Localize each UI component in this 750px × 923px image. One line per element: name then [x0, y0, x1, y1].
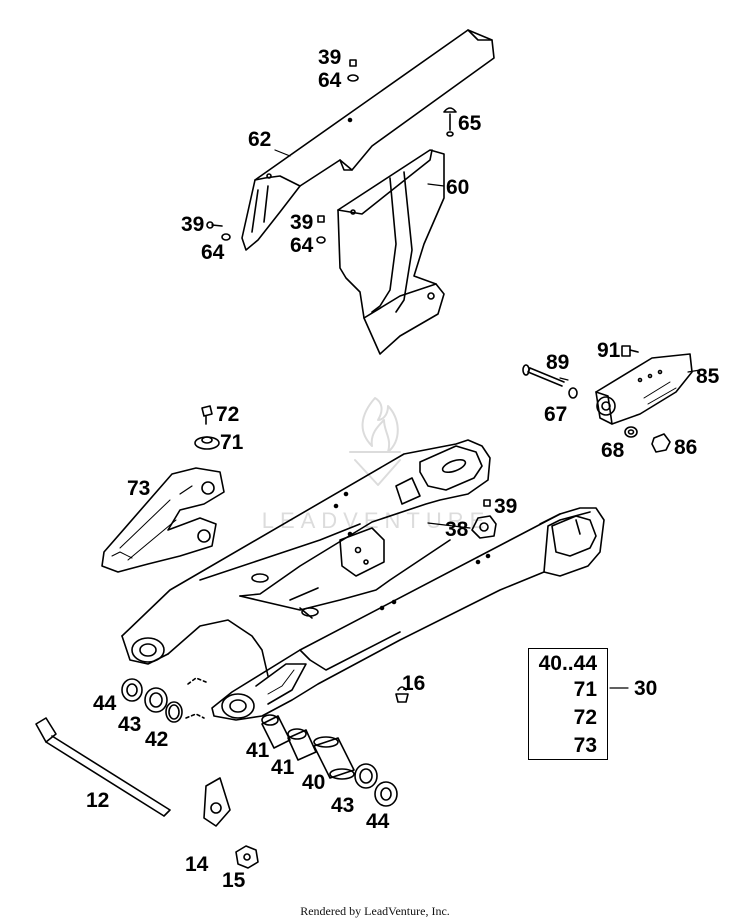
bearing-41a	[261, 714, 291, 749]
bolt-91	[621, 345, 639, 357]
callout-43: 43	[331, 794, 355, 817]
spacer-40	[313, 736, 355, 780]
callout-65: 65	[458, 112, 482, 135]
washer-68	[624, 426, 638, 438]
bushing-43-right	[354, 763, 378, 789]
callout-73: 73	[127, 477, 151, 500]
bolt-89	[522, 364, 565, 387]
callout-60: 60	[446, 176, 470, 199]
bolt-72	[201, 405, 213, 425]
callout-14: 14	[185, 853, 209, 876]
callout-16: 16	[402, 672, 426, 695]
swingarm	[121, 439, 605, 721]
bearing-41b	[287, 728, 317, 761]
seal-44-right	[374, 781, 398, 807]
chain-slider-73	[101, 467, 225, 573]
plug-16	[395, 686, 409, 703]
callout-44: 44	[366, 810, 390, 833]
callout-15: 15	[222, 869, 246, 892]
washer-67	[568, 387, 578, 399]
callout-39: 39	[181, 213, 205, 236]
screw-39-clamp	[483, 499, 491, 507]
screw-39-top	[347, 59, 359, 82]
leader-lines	[179, 149, 701, 689]
callout-39: 39	[290, 211, 314, 234]
callout-85: 85	[696, 365, 720, 388]
callout-89: 89	[546, 351, 570, 374]
callout-44: 44	[93, 692, 117, 715]
callout-39: 39	[494, 495, 518, 518]
callout-62: 62	[248, 128, 272, 151]
callout-12: 12	[86, 789, 110, 812]
nut-86	[651, 433, 671, 453]
chain-slider-85	[595, 353, 693, 425]
clamp-38	[471, 515, 497, 539]
callout-40: 40	[302, 771, 326, 794]
nut-15	[235, 845, 259, 869]
callout-43: 43	[118, 713, 142, 736]
kit-box: 40..44 71 72 73	[528, 648, 608, 760]
callout-71: 71	[220, 431, 244, 454]
screw-39-left	[206, 221, 231, 241]
callout-68: 68	[601, 439, 625, 462]
callout-41: 41	[271, 756, 295, 779]
chain-guide-62	[241, 29, 495, 251]
callout-64: 64	[318, 69, 342, 92]
axle-bolt-12	[35, 717, 171, 817]
plate-14	[203, 777, 231, 827]
screw-39-mid	[316, 215, 326, 244]
kit-item: 40..44	[538, 652, 597, 675]
callout-72: 72	[216, 403, 240, 426]
callout-39: 39	[318, 46, 342, 69]
callout-41: 41	[246, 739, 270, 762]
callout-64: 64	[201, 241, 225, 264]
bushing-43-left	[144, 687, 168, 713]
callout-42: 42	[145, 728, 169, 751]
washer-71	[194, 436, 220, 450]
kit-item: 72	[573, 706, 597, 729]
callout-67: 67	[544, 403, 568, 426]
callout-91: 91	[597, 339, 621, 362]
callout-38: 38	[445, 518, 469, 541]
footer-credit: Rendered by LeadVenture, Inc.	[300, 904, 450, 918]
kit-item: 71	[573, 678, 597, 701]
kit-label: 30	[634, 677, 658, 700]
kit-item: 73	[573, 734, 597, 757]
chain-guard-60	[337, 149, 445, 355]
ring-42	[165, 701, 183, 723]
dashed-guide	[185, 677, 207, 719]
leadventure-watermark-logo	[349, 397, 401, 486]
callout-64: 64	[290, 234, 314, 257]
seal-44-left	[121, 678, 143, 702]
screw-65	[443, 107, 457, 137]
callout-86: 86	[674, 436, 698, 459]
